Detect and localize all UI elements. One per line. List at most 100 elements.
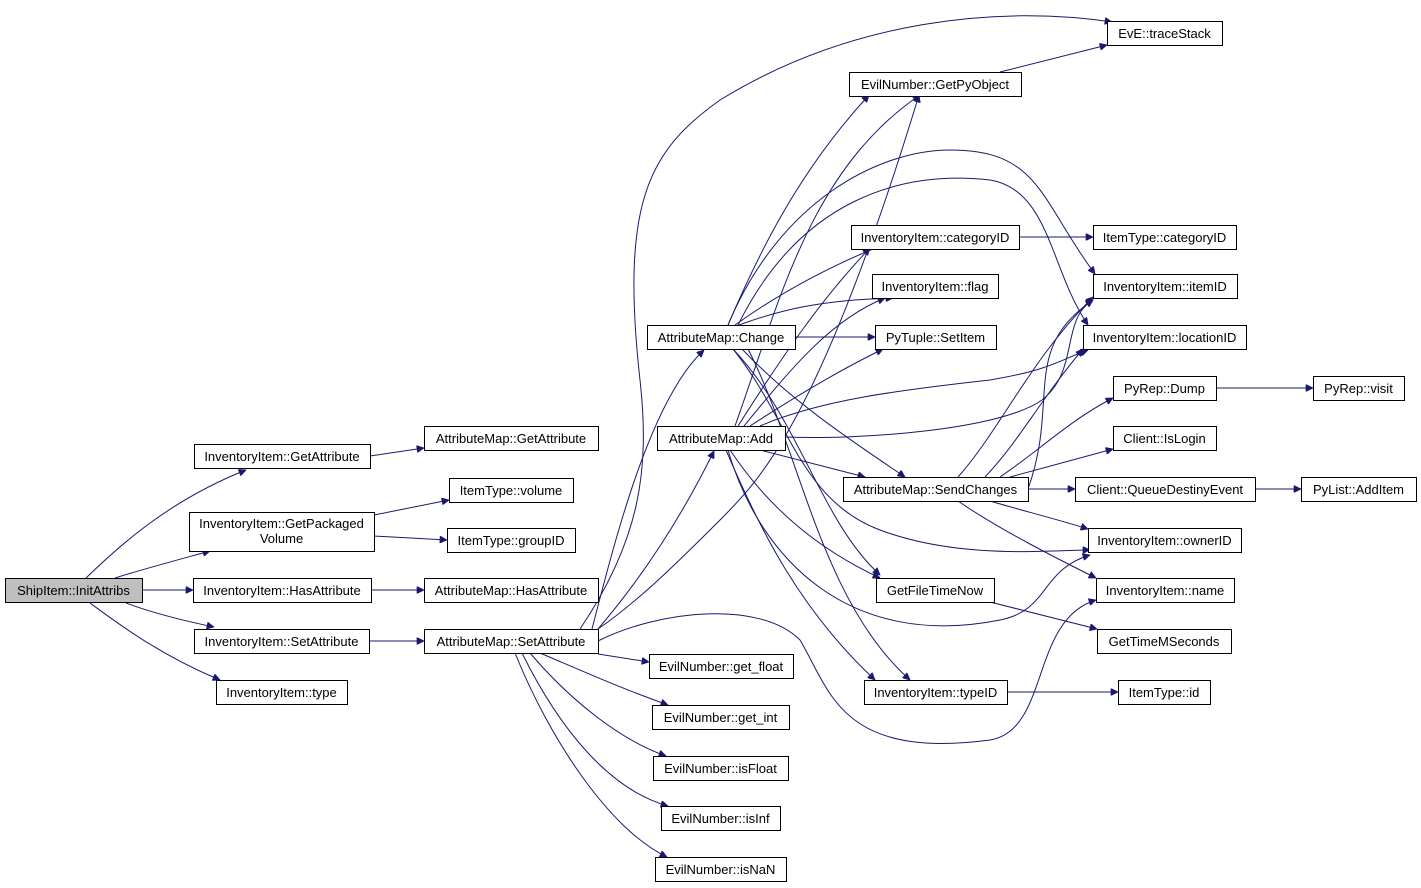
call-edge <box>597 653 649 662</box>
call-edge <box>747 348 910 680</box>
node-label: InventoryItem::GetAttribute <box>204 449 359 464</box>
node-label: InventoryItem::ownerID <box>1097 533 1231 548</box>
node-it-groupid[interactable]: ItemType::groupID <box>447 528 576 553</box>
node-ii-typeid[interactable]: InventoryItem::typeID <box>864 680 1008 705</box>
call-edge <box>725 449 875 680</box>
node-am-getattr[interactable]: AttributeMap::GetAttribute <box>424 426 599 451</box>
node-label: InventoryItem::flag <box>882 279 989 294</box>
node-am-sendchg[interactable]: AttributeMap::SendChanges <box>843 477 1029 502</box>
call-edge <box>737 248 870 427</box>
call-edge <box>737 177 1088 325</box>
node-label: GetFileTimeNow <box>887 583 984 598</box>
node-en-getfloat[interactable]: EvilNumber::get_float <box>649 654 794 679</box>
node-label: Client::QueueDestinyEvent <box>1087 482 1243 497</box>
node-it-volume[interactable]: ItemType::volume <box>449 478 574 503</box>
node-label: EvE::traceStack <box>1118 26 1211 41</box>
node-label: Volume <box>260 531 303 546</box>
node-box <box>851 225 1020 250</box>
node-box <box>649 654 794 679</box>
node-ii-name[interactable]: InventoryItem::name <box>1096 578 1235 603</box>
node-box <box>1075 477 1256 502</box>
call-edge <box>999 45 1107 73</box>
node-ii-itemid[interactable]: InventoryItem::itemID <box>1093 274 1238 299</box>
node-box <box>849 72 1022 97</box>
call-edge <box>989 500 1088 529</box>
node-gft-now[interactable]: GetFileTimeNow <box>876 578 995 603</box>
node-ii-flag[interactable]: InventoryItem::flag <box>872 274 999 299</box>
node-box <box>872 274 999 299</box>
node-am-add[interactable]: AttributeMap::Add <box>657 426 786 451</box>
nodes-layer: ShipItem::InitAttribs InventoryItem::GetA… <box>5 21 1417 882</box>
node-label: EvilNumber::GetPyObject <box>861 77 1009 92</box>
node-box <box>661 806 781 831</box>
node-en-getpy[interactable]: EvilNumber::GetPyObject <box>849 72 1022 97</box>
node-label: ItemType::categoryID <box>1103 230 1227 245</box>
node-pr-visit[interactable]: PyRep::visit <box>1313 376 1405 401</box>
node-label: EvilNumber::isNaN <box>666 862 776 877</box>
node-en-isinf[interactable]: EvilNumber::isInf <box>661 806 781 831</box>
node-ii-ownerid[interactable]: InventoryItem::ownerID <box>1088 528 1242 553</box>
node-box <box>647 325 796 350</box>
node-root[interactable]: ShipItem::InitAttribs <box>5 578 143 603</box>
node-ii-getattr[interactable]: InventoryItem::GetAttribute <box>194 444 371 469</box>
node-label: AttributeMap::GetAttribute <box>436 431 586 446</box>
node-en-isfloat[interactable]: EvilNumber::isFloat <box>653 756 789 781</box>
node-pl-additem[interactable]: PyList::AddItem <box>1301 477 1417 502</box>
node-box <box>194 444 371 469</box>
node-ii-locid[interactable]: InventoryItem::locationID <box>1083 325 1247 350</box>
node-box <box>194 629 370 654</box>
node-pr-dump[interactable]: PyRep::Dump <box>1113 376 1217 401</box>
node-ii-setattr[interactable]: InventoryItem::SetAttribute <box>194 629 370 654</box>
call-edge <box>743 298 885 427</box>
node-label: PyTuple::SetItem <box>886 330 985 345</box>
node-label: Client::IsLogin <box>1123 431 1205 446</box>
call-edge <box>373 500 449 516</box>
node-am-hasattr[interactable]: AttributeMap::HasAttribute <box>424 578 599 603</box>
node-box <box>876 578 995 603</box>
call-edge <box>529 652 666 756</box>
node-eve-trace[interactable]: EvE::traceStack <box>1107 21 1223 46</box>
node-box <box>1113 376 1217 401</box>
node-label: InventoryItem::typeID <box>874 685 998 700</box>
node-it-catid[interactable]: ItemType::categoryID <box>1093 225 1237 250</box>
call-edge <box>729 449 880 578</box>
node-gt-ms[interactable]: GetTimeMSeconds <box>1097 629 1232 654</box>
call-edge <box>1027 300 1093 490</box>
node-ii-hasattr[interactable]: InventoryItem::HasAttribute <box>193 578 372 603</box>
call-edge <box>738 298 893 326</box>
node-label: EvilNumber::get_float <box>659 659 784 674</box>
node-label: PyRep::Dump <box>1124 381 1205 396</box>
call-edge <box>579 15 1112 630</box>
call-edge <box>521 652 668 806</box>
call-edge <box>597 95 919 630</box>
node-label: ShipItem::InitAttribs <box>17 583 130 598</box>
node-label: ItemType::id <box>1129 685 1200 700</box>
node-it-id[interactable]: ItemType::id <box>1118 680 1211 705</box>
call-edge <box>89 602 220 680</box>
node-cl-islogin[interactable]: Client::IsLogin <box>1113 426 1217 451</box>
node-box <box>5 578 143 603</box>
call-edge <box>957 500 1096 579</box>
node-label: ItemType::groupID <box>458 533 565 548</box>
node-en-isnan[interactable]: EvilNumber::isNaN <box>655 857 787 882</box>
call-edge <box>727 449 1090 627</box>
call-edge <box>759 350 1088 427</box>
node-am-setattr[interactable]: AttributeMap::SetAttribute <box>424 629 599 654</box>
node-pt-setitem[interactable]: PyTuple::SetItem <box>875 325 997 350</box>
call-edge <box>597 600 1096 745</box>
call-edge <box>732 348 880 575</box>
call-edge <box>597 451 715 630</box>
node-box <box>216 680 348 705</box>
node-label: AttributeMap::Add <box>669 431 773 446</box>
node-box <box>424 629 599 654</box>
node-label: InventoryItem::itemID <box>1103 279 1227 294</box>
node-ii-catid[interactable]: InventoryItem::categoryID <box>851 225 1020 250</box>
node-box <box>1313 376 1405 401</box>
node-cl-queue[interactable]: Client::QueueDestinyEvent <box>1075 477 1256 502</box>
node-am-change[interactable]: AttributeMap::Change <box>647 325 796 350</box>
node-en-getint[interactable]: EvilNumber::get_int <box>652 705 790 730</box>
node-box <box>657 426 786 451</box>
node-label: InventoryItem::SetAttribute <box>205 634 359 649</box>
node-ii-type[interactable]: InventoryItem::type <box>216 680 348 705</box>
